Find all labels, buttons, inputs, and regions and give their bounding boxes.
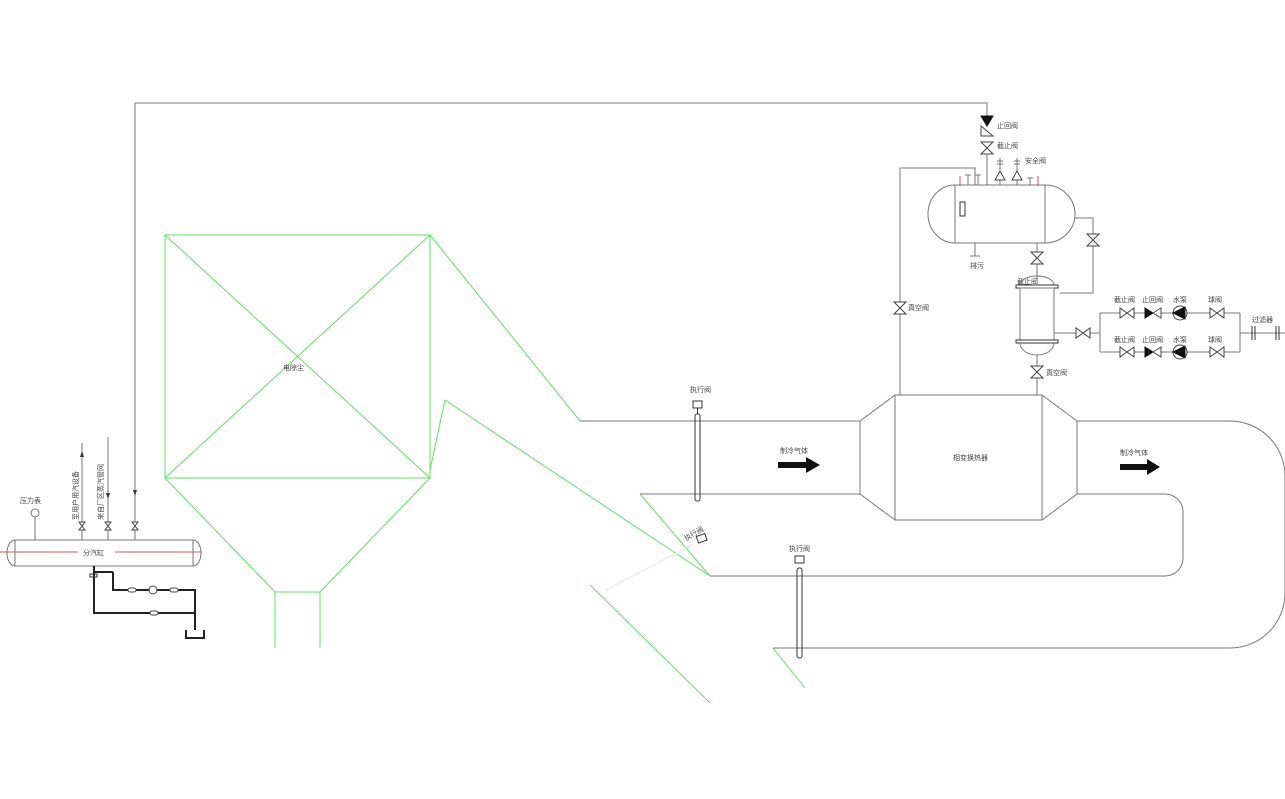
pressure-gauge-icon	[30, 508, 40, 518]
pump-row-1: 截止阀 止回阀 水泵 球阀	[1114, 295, 1225, 321]
flue-duct: 相变换热器 制冷气体 制冷气体	[580, 394, 1285, 649]
valve-label: 截止阀	[997, 141, 1018, 150]
trap-icon	[148, 585, 158, 595]
safety-valve[interactable]	[994, 158, 1006, 185]
valve-label: 截止阀	[1114, 295, 1135, 304]
vacuum-valve-bottom[interactable]: 真空阀	[1030, 365, 1067, 379]
actuator-valve-2[interactable]: 执行阀	[789, 544, 810, 659]
actuator-valve-diagonal[interactable]: 执行阀	[605, 524, 708, 591]
check-valve-top[interactable]: 止回阀	[980, 115, 1018, 137]
filter[interactable]: 过滤器	[1251, 315, 1280, 340]
valve-label: 截止阀	[1017, 277, 1038, 286]
pump-label: 水泵	[1173, 335, 1187, 344]
gas-out-label: 制冷气体	[1120, 448, 1148, 457]
pump-icon[interactable]	[1171, 305, 1188, 321]
valve-label: 止回阀	[997, 121, 1018, 130]
actuator-valve-label: 执行阀	[789, 544, 810, 553]
filter-label: 过滤器	[1252, 315, 1273, 324]
steam-supply-line	[134, 102, 988, 500]
steam-drum: 安全阀 排污	[899, 156, 1076, 395]
safety-valve[interactable]	[1011, 158, 1023, 185]
ball-valve[interactable]	[1209, 346, 1225, 358]
stop-valve[interactable]	[1119, 346, 1135, 358]
pump-label: 水泵	[1173, 295, 1187, 304]
flow-arrow-icon	[1120, 459, 1160, 475]
valve-label: 止回阀	[1142, 295, 1163, 304]
vacuum-valve-left[interactable]: 真空阀	[893, 301, 929, 315]
stop-valve-top[interactable]: 截止阀	[980, 141, 1018, 155]
header-label: 分汽缸	[83, 548, 104, 557]
valve-label: 真空阀	[1046, 368, 1067, 377]
check-valve[interactable]	[1144, 307, 1162, 319]
actuator-valve-label: 执行阀	[690, 385, 711, 394]
steam-header: 分汽缸 压力表 至用户用汽设备 来自厂区蒸汽管网	[0, 437, 205, 639]
stop-valve[interactable]	[1119, 307, 1135, 319]
pump-row-2: 截止阀 止回阀 水泵 球阀	[1114, 335, 1225, 360]
header-valve[interactable]	[131, 521, 139, 531]
valve-label: 真空阀	[908, 303, 929, 312]
valve-label: 止回阀	[1142, 335, 1163, 344]
valve-label: 截止阀	[1114, 335, 1135, 344]
flow-arrow-icon	[778, 457, 820, 473]
to-user-label: 至用户用汽设备	[71, 471, 80, 520]
electrostatic-precipitator: 电除尘	[164, 234, 806, 704]
pump-icon[interactable]	[1171, 344, 1188, 360]
header-valve[interactable]	[104, 521, 112, 531]
valve-label: 球阀	[1208, 335, 1222, 344]
condenser	[1015, 275, 1059, 356]
stop-valve-mid[interactable]: 截止阀	[1017, 251, 1044, 286]
exchanger-label: 相变换热器	[953, 453, 988, 462]
inlet-valve[interactable]	[1075, 327, 1091, 339]
check-valve[interactable]	[1144, 346, 1162, 358]
actuator-valve-1[interactable]: 执行阀	[690, 385, 711, 502]
safety-valve-label: 安全阀	[1025, 156, 1046, 165]
from-plant-label: 来自厂区蒸汽管网	[96, 464, 105, 520]
gas-in-label: 制冷气体	[780, 446, 808, 455]
pressure-gauge-label: 压力表	[20, 496, 41, 505]
ball-valve[interactable]	[1209, 307, 1225, 319]
actuator-valve-label: 执行阀	[683, 524, 706, 542]
esp-label: 电除尘	[283, 363, 304, 372]
valve-label: 球阀	[1208, 295, 1222, 304]
blowdown-label: 排污	[970, 261, 984, 270]
drum-return-valve[interactable]	[1086, 233, 1100, 247]
header-valve[interactable]	[78, 521, 86, 531]
